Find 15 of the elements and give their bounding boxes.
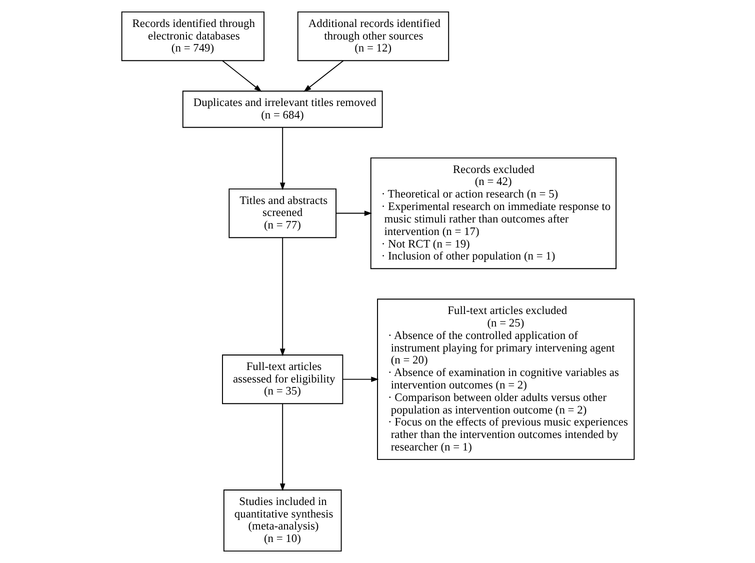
node-box: Full-text articles assessed for eligibility (n = 35) [222, 354, 343, 404]
arrow [335, 210, 372, 216]
arrow [222, 60, 262, 92]
node-box: Additional records identified through other sources (n = 12) [296, 11, 449, 62]
node-box: Records excluded (n = 42) · Theoretical or action research (n = 5) · Experimental research on immediate response to music stimuli rather than outcomes after intervention (n = 17) · Not RCT (n = 19) · Inclusion of other population (n = 1) [370, 157, 616, 270]
arrow [279, 127, 285, 190]
arrow [279, 403, 285, 492]
node-box: Titles and abstracts screened (n = 77) [228, 188, 336, 238]
arrow [303, 60, 344, 92]
arrow [342, 376, 378, 382]
node-box: Studies included in quantitative synthesis (meta-analysis) (n = 10) [222, 490, 342, 552]
node-box: Full-text articles excluded (n = 25) · Absence of the controlled application of instrument playing for primary intervening agent (n = 20) · Absence of examination in cognitive variables as intervention outcomes (n = 2) · Comparison between older adults versus other population as intervention outcome (n = 2) · Focus on the effects of previous music experiences rather than the intervention outcomes intended by researcher (n = 1) [376, 298, 634, 460]
node-box: Records identified through electronic databases (n = 749) [120, 11, 264, 62]
node-box: Duplicates and irrelevant titles removed (n = 684) [182, 90, 382, 128]
arrow [279, 237, 285, 356]
